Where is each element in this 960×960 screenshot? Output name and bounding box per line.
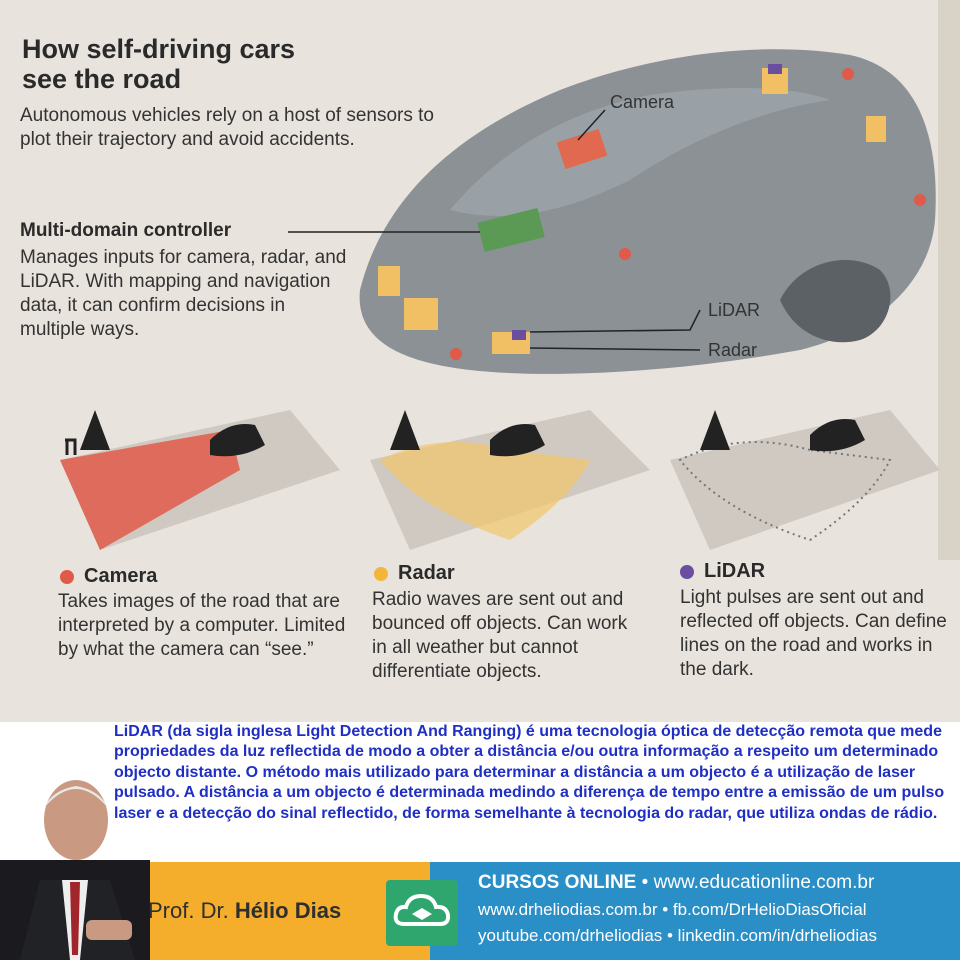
lidar-leader	[529, 309, 701, 333]
presenter-name: Prof. Dr. Hélio Dias	[148, 898, 342, 923]
camera-leader	[577, 109, 606, 141]
controller-title: Multi-domain controller	[20, 220, 232, 241]
controller-unit	[477, 207, 545, 253]
lidar-mark-2	[768, 64, 782, 74]
footer-line-social[interactable]: youtube.com/drheliodias • linkedin.com/i…	[478, 926, 878, 945]
portuguese-description: LiDAR (da sigla inglesa Light Detection …	[114, 723, 945, 822]
infographic-intro: Autonomous vehicles rely on a host of se…	[20, 105, 435, 150]
section-lidar-title: LiDAR	[680, 560, 765, 583]
deer-icon	[65, 438, 77, 455]
text-band	[0, 722, 960, 862]
car-icon	[210, 424, 265, 457]
lidar-mark-1	[512, 330, 526, 340]
scene-camera	[60, 410, 340, 550]
presenter-photo	[0, 780, 150, 960]
dot-3	[450, 348, 462, 360]
camera-dot-icon	[60, 569, 74, 584]
road	[670, 410, 940, 550]
tree-icon	[80, 410, 110, 450]
car-icon	[490, 424, 545, 457]
controller-body: Manages inputs for camera, radar, and Li…	[20, 247, 347, 340]
sensor-box-4	[404, 298, 438, 330]
infographic-title: How self-driving cars see the road	[22, 34, 296, 94]
car-icon	[810, 419, 865, 452]
dot-4	[914, 194, 926, 206]
lidar-dot-icon	[680, 564, 694, 579]
car-windshield	[450, 88, 830, 216]
label-camera: Camera	[610, 92, 675, 112]
camera-sensor	[556, 128, 608, 170]
footer-right	[430, 862, 960, 960]
footer-line-sites[interactable]: www.drheliodias.com.br • fb.com/DrHelioD…	[478, 900, 867, 919]
sensor-box-2	[866, 116, 886, 142]
label-lidar: LiDAR	[708, 300, 761, 320]
radar-leader	[529, 347, 701, 351]
camera-field	[60, 430, 240, 550]
dot-2	[619, 248, 631, 260]
section-lidar-body: Light pulses are sent out and reflected …	[680, 587, 947, 680]
dot-1	[842, 68, 854, 80]
section-camera-title: Camera	[60, 565, 157, 588]
section-radar-title: Radar	[374, 562, 455, 585]
car-illustration	[288, 49, 936, 374]
sensor-box-3	[378, 266, 400, 296]
car-wheel-arch	[780, 260, 891, 343]
page-edge-strip	[938, 0, 960, 560]
radar-waves	[380, 442, 590, 540]
footer-line-courses[interactable]: CURSOS ONLINE • www.educationline.com.br	[478, 872, 875, 893]
label-radar: Radar	[708, 340, 758, 360]
cloud-logo-icon	[386, 880, 458, 946]
tree-icon	[700, 410, 730, 450]
infographic: How self-driving cars see the road Auton…	[20, 0, 960, 682]
lidar-pulses	[678, 441, 892, 542]
section-radar-body: Radio waves are sent out and bounced off…	[372, 589, 628, 682]
scene-radar	[370, 410, 650, 550]
tree-icon	[390, 410, 420, 450]
scene-lidar	[670, 410, 940, 550]
section-camera-body: Takes images of the road that are interp…	[58, 591, 346, 660]
radar-dot-icon	[374, 566, 388, 581]
